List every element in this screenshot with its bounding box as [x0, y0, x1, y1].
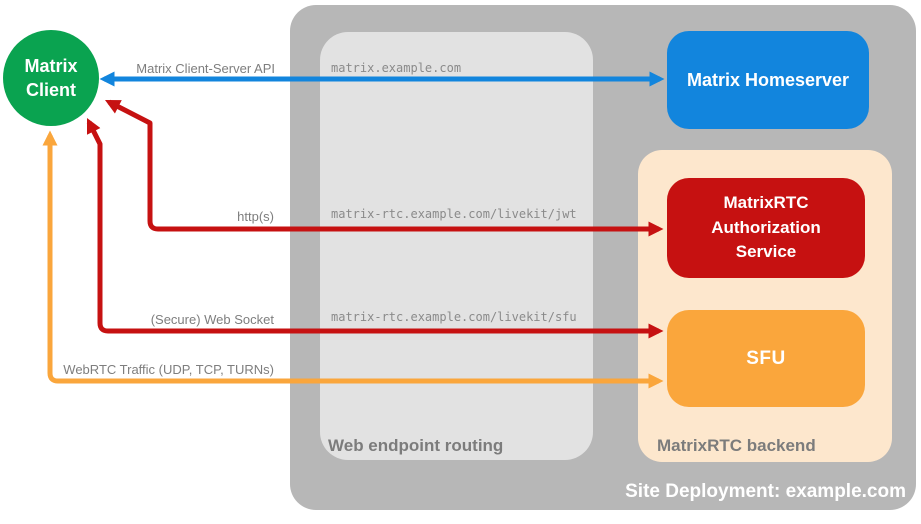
- sfu-label: SFU: [746, 347, 786, 369]
- matrixrtc-authorization-service-node: MatrixRTC Authorization Service: [667, 178, 865, 278]
- webrtc-traffic-arrow-label: WebRTC Traffic (UDP, TCP, TURNs): [63, 362, 274, 377]
- matrix-client-node: Matrix Client: [3, 30, 99, 126]
- web-endpoint-routing-caption: Web endpoint routing: [328, 436, 504, 455]
- web-endpoint-routing-container: [320, 32, 593, 460]
- matrix-homeserver-label: Matrix Homeserver: [686, 69, 850, 90]
- matrix-homeserver-node: Matrix Homeserver: [667, 31, 869, 129]
- endpoint-matrix-example-com: matrix.example.com: [331, 61, 462, 75]
- client-server-api-arrow-label: Matrix Client-Server API: [136, 61, 275, 76]
- matrixrtc-authorization-service-label: MatrixRTC Authorization Service: [711, 193, 821, 262]
- endpoint-livekit-jwt: matrix-rtc.example.com/livekit/jwt: [331, 207, 577, 221]
- matrix-client-label: Matrix Client: [24, 55, 78, 100]
- https-arrow-label: http(s): [237, 209, 274, 224]
- sfu-node: SFU: [667, 310, 865, 407]
- endpoint-livekit-sfu: matrix-rtc.example.com/livekit/sfu: [331, 310, 577, 324]
- site-deployment-caption: Site Deployment: example.com: [625, 481, 906, 502]
- matrixrtc-backend-caption: MatrixRTC backend: [657, 436, 816, 455]
- websocket-arrow-label: (Secure) Web Socket: [150, 312, 274, 327]
